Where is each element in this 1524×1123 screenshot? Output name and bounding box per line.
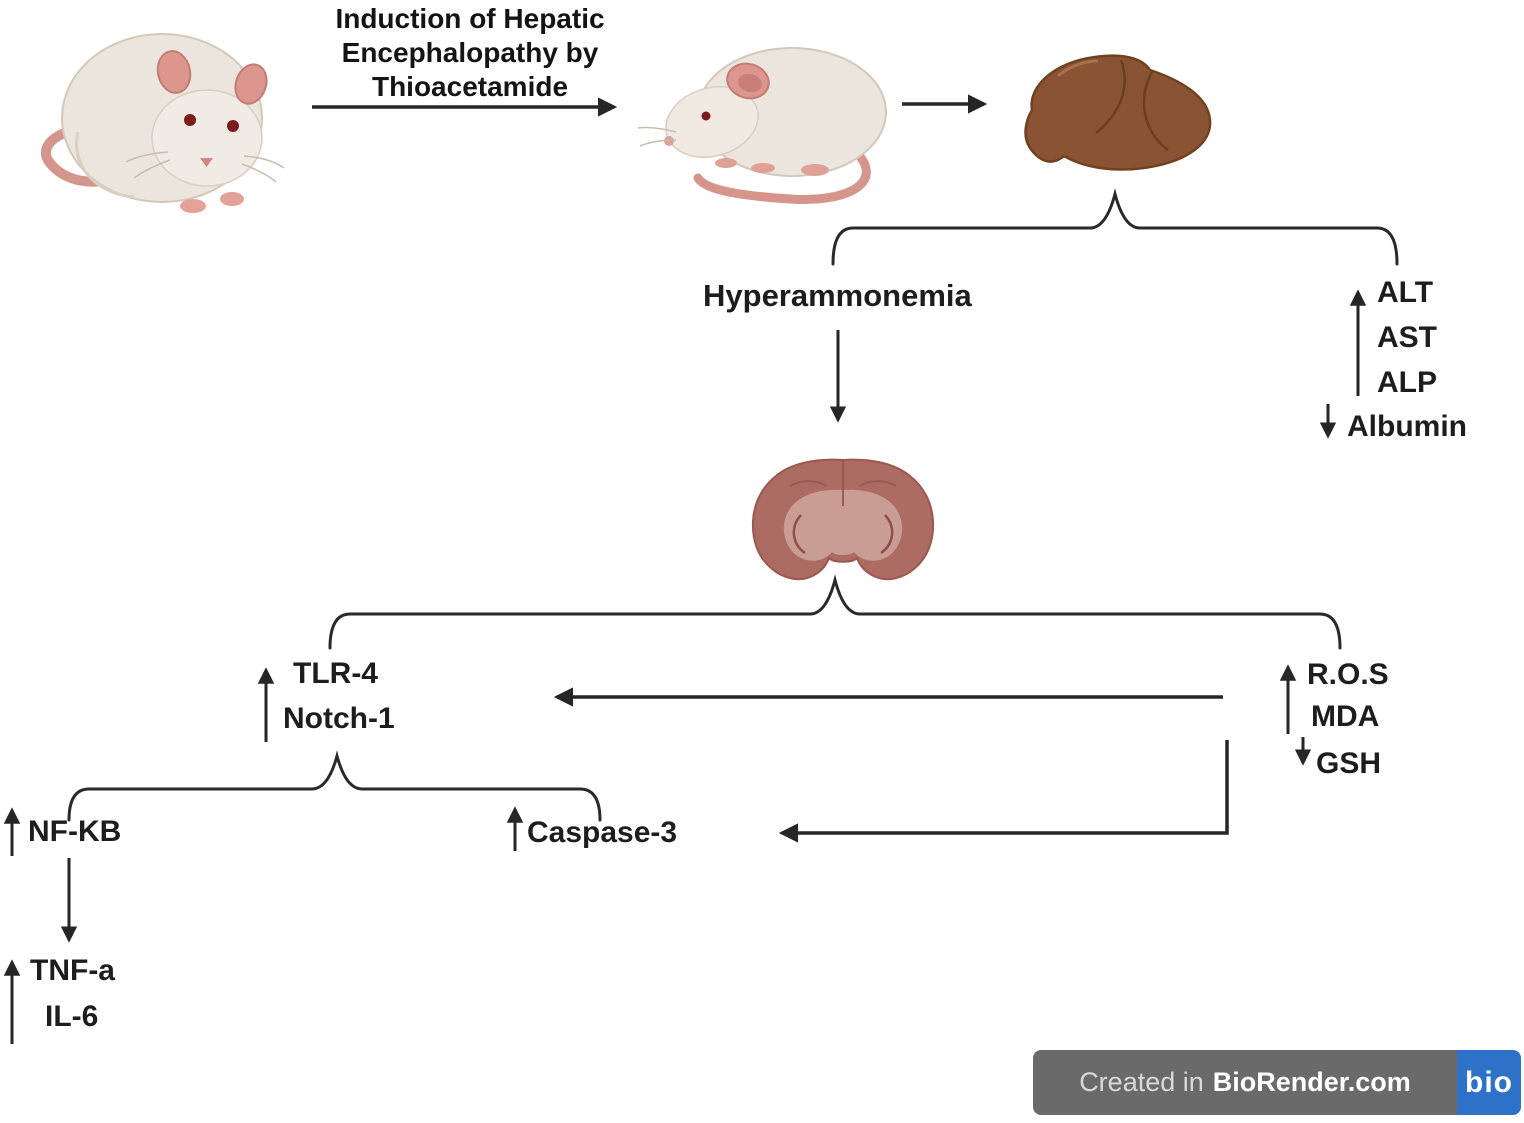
rat-front-paw-right — [220, 192, 244, 206]
ros-to-caspase-arrow — [778, 740, 1229, 843]
brain-inner — [783, 489, 903, 561]
rat-side-tail — [693, 143, 871, 204]
rat-front-paw-left — [180, 199, 206, 213]
badge-brand-text: BioRender.com — [1212, 1067, 1411, 1097]
tlr4-brace — [67, 750, 602, 822]
biorender-logo-icon: bio — [1457, 1050, 1521, 1115]
brain-hippocampus-right — [880, 514, 894, 555]
biorender-badge: Created in BioRender.com bio — [1033, 1050, 1521, 1115]
diagram-title: Induction of Hepatic Encephalopathy by T… — [300, 2, 640, 104]
liver-body — [1024, 54, 1212, 171]
rat-front-haunch — [75, 131, 135, 199]
liver-icon — [1024, 54, 1212, 171]
brain-hippocampus-left — [792, 514, 806, 555]
gsh-label: GSH — [1316, 747, 1382, 780]
ast-label: AST — [1377, 321, 1437, 354]
alt-label: ALT — [1377, 276, 1434, 309]
rat-side-head — [665, 86, 759, 158]
rat-side-foot-1 — [715, 158, 737, 168]
rat-side-whiskers — [637, 126, 677, 147]
nfkb-label: NF-KB — [28, 815, 122, 848]
brain-brace — [328, 574, 1342, 650]
biorender-badge-text: Created in BioRender.com — [1033, 1050, 1457, 1115]
rat-front-whiskers-left — [125, 151, 171, 179]
caspase-label: Caspase-3 — [527, 816, 678, 849]
rat-side-foot-3 — [801, 164, 829, 176]
rat-side-icon — [637, 47, 887, 204]
rat-side-ear-inner — [738, 73, 762, 93]
title-line-2: Encephalopathy by — [341, 37, 599, 68]
rat-front-nose — [200, 158, 213, 167]
mda-label: MDA — [1311, 700, 1380, 733]
notch1-label: Notch-1 — [283, 702, 395, 735]
hyperammonemia-label: Hyperammonemia — [703, 278, 972, 313]
ros-label: R.O.S — [1307, 658, 1389, 691]
tnfa-label: TNF-a — [30, 954, 115, 987]
liver-highlight — [1056, 59, 1099, 78]
rat-front-icon — [40, 33, 285, 213]
title-line-3: Thioacetamide — [371, 71, 569, 102]
rat-side-foot-2 — [751, 163, 775, 173]
rat-front-head — [151, 89, 263, 187]
liver-brace — [831, 188, 1399, 266]
rat-front-ear-left — [156, 50, 192, 94]
albumin-label: Albumin — [1347, 410, 1467, 443]
brain-coronal-icon — [751, 458, 935, 581]
liver-lobe-line-2 — [1142, 71, 1169, 151]
brain-cortex-fold-right — [859, 480, 897, 487]
liver-lobe-line-1 — [1095, 59, 1126, 134]
alp-label: ALP — [1377, 366, 1437, 399]
rat-front-eye-right — [227, 120, 239, 132]
rat-side-eye — [701, 111, 711, 121]
tlr4-label: TLR-4 — [293, 657, 378, 690]
rat-front-whiskers-right — [241, 155, 285, 183]
badge-created-in-text: Created in — [1079, 1067, 1204, 1097]
rat-front-eye-left — [184, 114, 196, 126]
title-line-1: Induction of Hepatic — [335, 3, 605, 34]
rat-front-ear-right — [234, 63, 268, 105]
brain-cortex-fold-left — [789, 480, 827, 487]
rat-side-nose — [664, 136, 674, 146]
il6-label: IL-6 — [45, 1000, 99, 1033]
